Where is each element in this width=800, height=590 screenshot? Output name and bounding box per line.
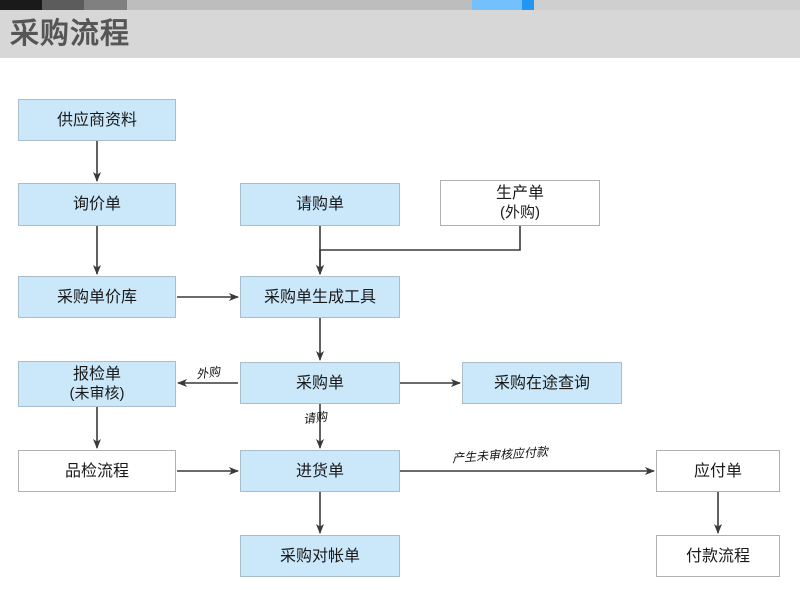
top-strip-segment-light (127, 0, 472, 10)
node-payable-order[interactable]: 应付单 (656, 450, 780, 492)
node-label: 请购单 (295, 196, 344, 213)
edge-label-qinggou: 请购 (302, 409, 328, 427)
node-label: 供应商资料 (56, 111, 137, 129)
node-inquiry-order[interactable]: 询价单 (18, 183, 176, 226)
node-sublabel: (外购) (499, 204, 540, 221)
node-label: 付款流程 (685, 547, 750, 565)
top-strip-segment-mid-dark (42, 0, 84, 10)
node-label: 采购在途查询 (493, 374, 590, 392)
node-label: 应付单 (693, 462, 742, 480)
node-sublabel: (未审核) (69, 385, 125, 402)
node-label: 采购单生成工具 (263, 288, 376, 306)
top-strip-segment-blue (472, 0, 522, 10)
edge-label-waigou: 外购 (195, 364, 221, 382)
top-strip-segment-mid (84, 0, 127, 10)
top-strip-segment-dark (0, 0, 42, 10)
node-label: 进货单 (295, 462, 344, 480)
edge-production-order-to-po-generator (316, 226, 521, 275)
node-label: 采购单价库 (56, 288, 137, 306)
node-price-library[interactable]: 采购单价库 (18, 276, 176, 318)
node-po-generator[interactable]: 采购单生成工具 (240, 276, 400, 318)
page-title: 采购流程 (10, 18, 131, 50)
node-label: 品检流程 (64, 462, 129, 480)
node-quality-process[interactable]: 品检流程 (18, 450, 176, 492)
node-purchase-request[interactable]: 请购单 (240, 183, 400, 226)
top-strip-segment-blue-dark (522, 0, 534, 10)
flowchart-edges (93, 141, 722, 534)
title-bar: 采购流程 (0, 10, 800, 58)
node-label: 生产单 (495, 185, 544, 202)
node-supplier-data[interactable]: 供应商资料 (18, 99, 176, 141)
node-production-order[interactable]: 生产单 (外购) (440, 180, 600, 226)
node-label: 采购对帐单 (279, 547, 360, 565)
node-inspection-request[interactable]: 报检单 (未审核) (18, 361, 176, 407)
node-in-transit-query[interactable]: 采购在途查询 (462, 362, 622, 404)
flowchart-canvas: 供应商资料 询价单 请购单 生产单 (外购) 采购单价库 采购单生成工具 报检单… (0, 58, 800, 590)
node-payment-process[interactable]: 付款流程 (656, 535, 780, 577)
node-label: 报检单 (72, 366, 121, 383)
node-po-reconcile[interactable]: 采购对帐单 (240, 535, 400, 577)
node-purchase-order[interactable]: 采购单 (240, 362, 400, 404)
node-label: 采购单 (295, 374, 344, 392)
node-label: 询价单 (72, 196, 121, 213)
node-receipt-order[interactable]: 进货单 (240, 450, 400, 492)
top-progress-strip (0, 0, 800, 10)
